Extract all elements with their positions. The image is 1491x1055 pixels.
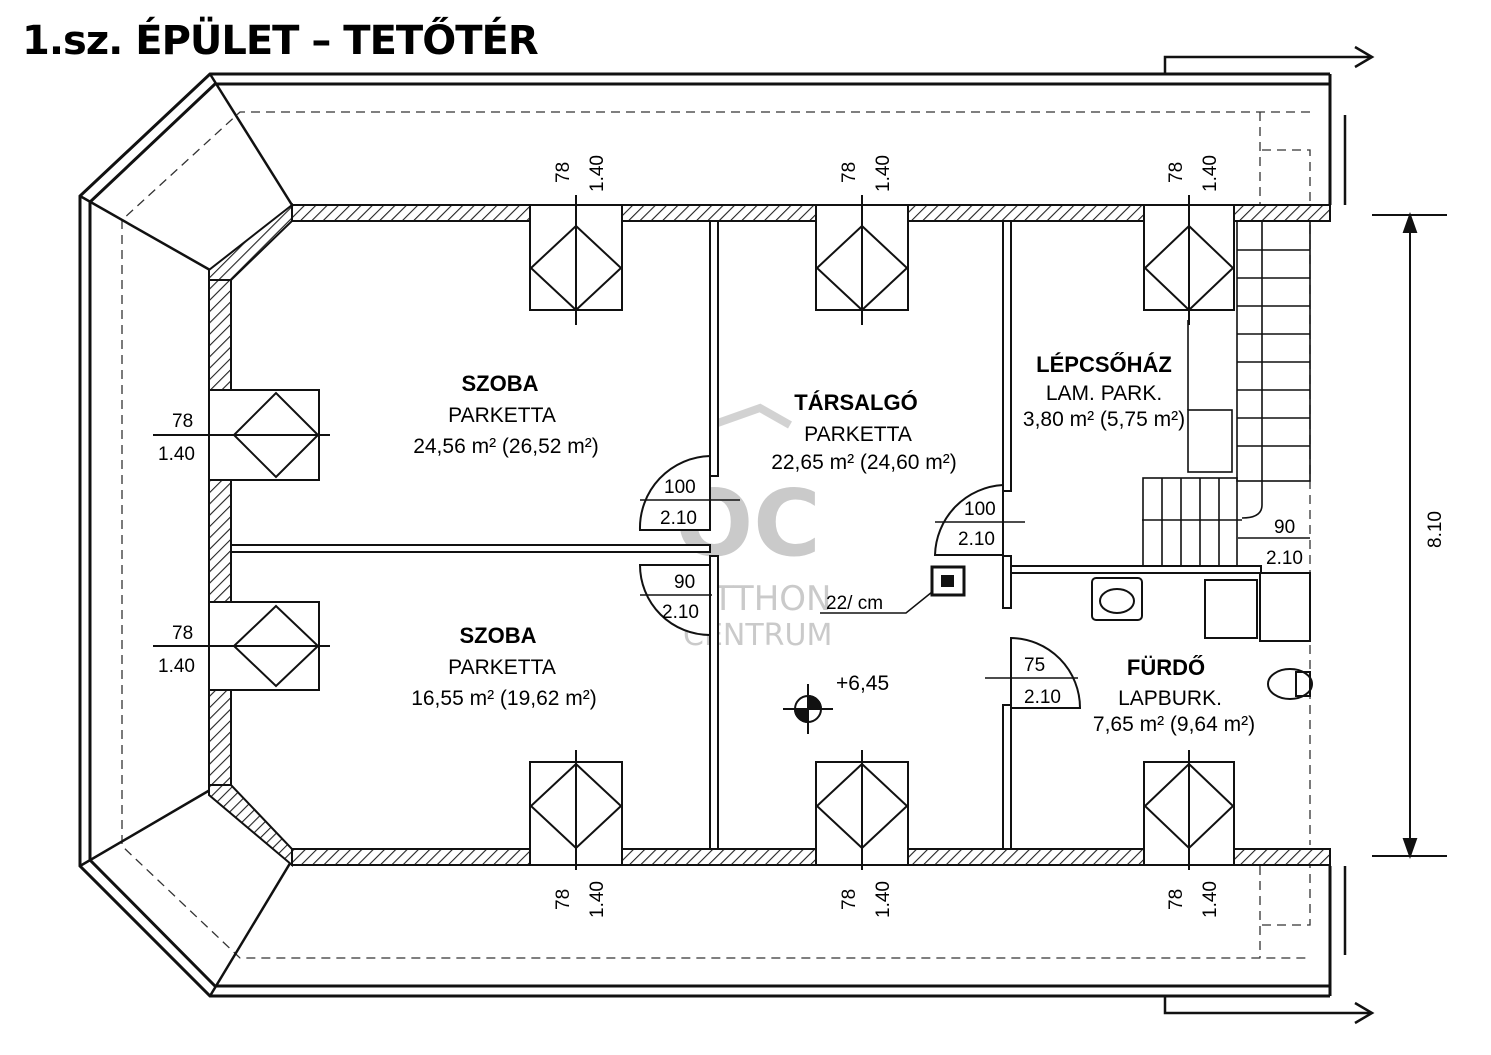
room-floor: PARKETTA [804, 423, 912, 446]
skylight-window-icon [815, 195, 909, 325]
window-height-label: 1.40 [587, 881, 608, 918]
chimney-label: 22/ cm [826, 593, 883, 614]
level-marker-icon [783, 684, 833, 734]
toilet-icon [1267, 668, 1313, 700]
room-area: 16,55 m² (19,62 m²) [411, 687, 597, 710]
skylight-window-icon [153, 601, 330, 691]
window-width-label: 78 [839, 162, 860, 183]
overall-dimension-label: 8.10 [1425, 511, 1446, 548]
window-width-label: 78 [553, 889, 574, 910]
door-height-label: 2.10 [660, 508, 697, 529]
door-swing-icon [985, 636, 1082, 709]
plan-title: 1.sz. ÉPÜLET – TETŐTÉR [22, 15, 538, 64]
window-width-label: 78 [172, 623, 193, 644]
window-height-label: 1.40 [873, 155, 894, 192]
skylight-window-icon [1143, 750, 1235, 870]
shower-icon [1204, 579, 1258, 639]
door-width-label: 75 [1024, 655, 1045, 676]
room-name: SZOBA [460, 623, 537, 648]
door-swing-icon [933, 483, 1025, 556]
room-area: 3,80 m² (5,75 m²) [1023, 408, 1185, 431]
door-width-label: 100 [664, 477, 696, 498]
washbasin-icon [1091, 577, 1143, 621]
window-height-label: 1.40 [1200, 881, 1221, 918]
chimney [820, 565, 966, 614]
door-swing-icon [638, 564, 712, 637]
doors [638, 454, 1310, 709]
door-height-label: 2.10 [662, 602, 699, 623]
skylights [153, 195, 1235, 870]
room-floor: PARKETTA [448, 404, 556, 427]
door-height-label: 2.10 [958, 529, 995, 550]
watermark-house-icon [710, 403, 792, 429]
window-height-label: 1.40 [587, 155, 608, 192]
window-height-label: 1.40 [1200, 155, 1221, 192]
room-floor: PARKETTA [448, 656, 556, 679]
room-area: 22,65 m² (24,60 m²) [771, 451, 957, 474]
door-width-label: 100 [964, 499, 996, 520]
staircase [1142, 220, 1311, 567]
window-width-label: 78 [1166, 162, 1187, 183]
window-labels: 78 1.40 78 1.40 78 1.40 78 1.40 78 1.40 … [158, 155, 1221, 918]
door-labels: 100 2.10 90 2.10 100 2.10 90 2.10 75 2.1… [660, 477, 1303, 708]
window-width-label: 78 [172, 411, 193, 432]
roof-hips [79, 73, 294, 997]
window-width-label: 78 [1166, 889, 1187, 910]
room-name: TÁRSALGÓ [794, 390, 917, 415]
room-name: FÜRDŐ [1127, 655, 1205, 680]
skylight-window-icon [1143, 195, 1235, 325]
bathroom-fixtures [1091, 577, 1313, 700]
door-width-label: 90 [1274, 517, 1295, 538]
door-swing-icon [638, 454, 740, 531]
section-arrows [1163, 45, 1375, 1025]
skylight-window-icon [815, 750, 909, 870]
door-width-label: 90 [674, 572, 695, 593]
partitions [230, 220, 1311, 850]
door-height-label: 2.10 [1266, 548, 1303, 569]
window-height-label: 1.40 [158, 444, 195, 465]
room-name: SZOBA [462, 371, 539, 396]
room-labels: SZOBA PARKETTA 24,56 m² (26,52 m²) SZOBA… [411, 352, 1255, 736]
skylight-window-icon [529, 195, 623, 325]
skylight-window-icon [529, 750, 623, 870]
room-area: 24,56 m² (26,52 m²) [413, 435, 599, 458]
level-label: +6,45 [836, 672, 889, 695]
window-height-label: 1.40 [873, 881, 894, 918]
room-name: LÉPCSŐHÁZ [1036, 352, 1172, 377]
room-area: 7,65 m² (9,64 m²) [1093, 713, 1255, 736]
roof-eaves-dashed [121, 111, 1311, 959]
window-width-label: 78 [553, 162, 574, 183]
door-height-label: 2.10 [1024, 687, 1061, 708]
window-width-label: 78 [839, 889, 860, 910]
room-floor: LAM. PARK. [1046, 382, 1162, 405]
dimension-line [1372, 211, 1447, 860]
skylight-window-icon [153, 389, 330, 481]
room-floor: LAPBURK. [1118, 687, 1222, 710]
roof-outline [78, 72, 1332, 998]
window-height-label: 1.40 [158, 656, 195, 677]
